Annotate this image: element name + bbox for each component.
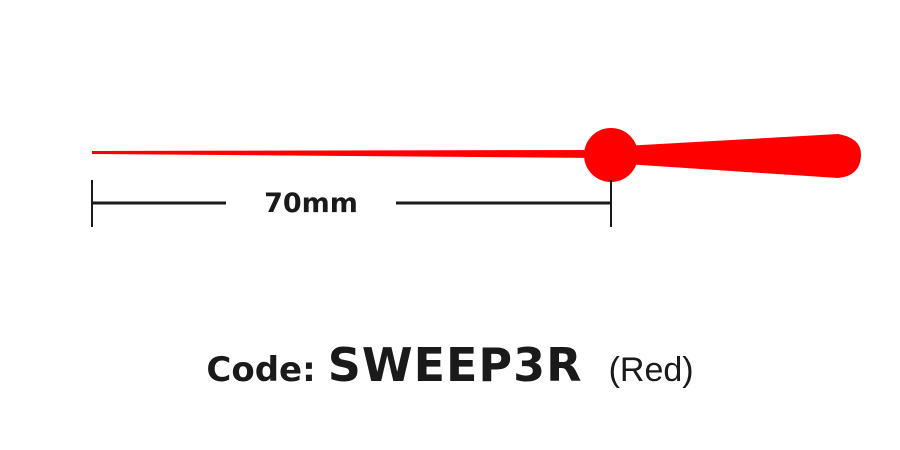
dimension-marker: 70mm (91, 180, 612, 227)
dimension-label: 70mm (264, 188, 358, 219)
sweep-hand (92, 128, 862, 182)
color-note: (Red) (608, 351, 694, 389)
product-code: SWEEP3R (327, 338, 583, 392)
hand-tail (625, 134, 862, 178)
hand-hub (584, 128, 638, 182)
code-label: Code: (206, 350, 316, 390)
product-caption: Code: SWEEP3R (Red) (0, 338, 900, 408)
hand-needle (92, 150, 600, 158)
